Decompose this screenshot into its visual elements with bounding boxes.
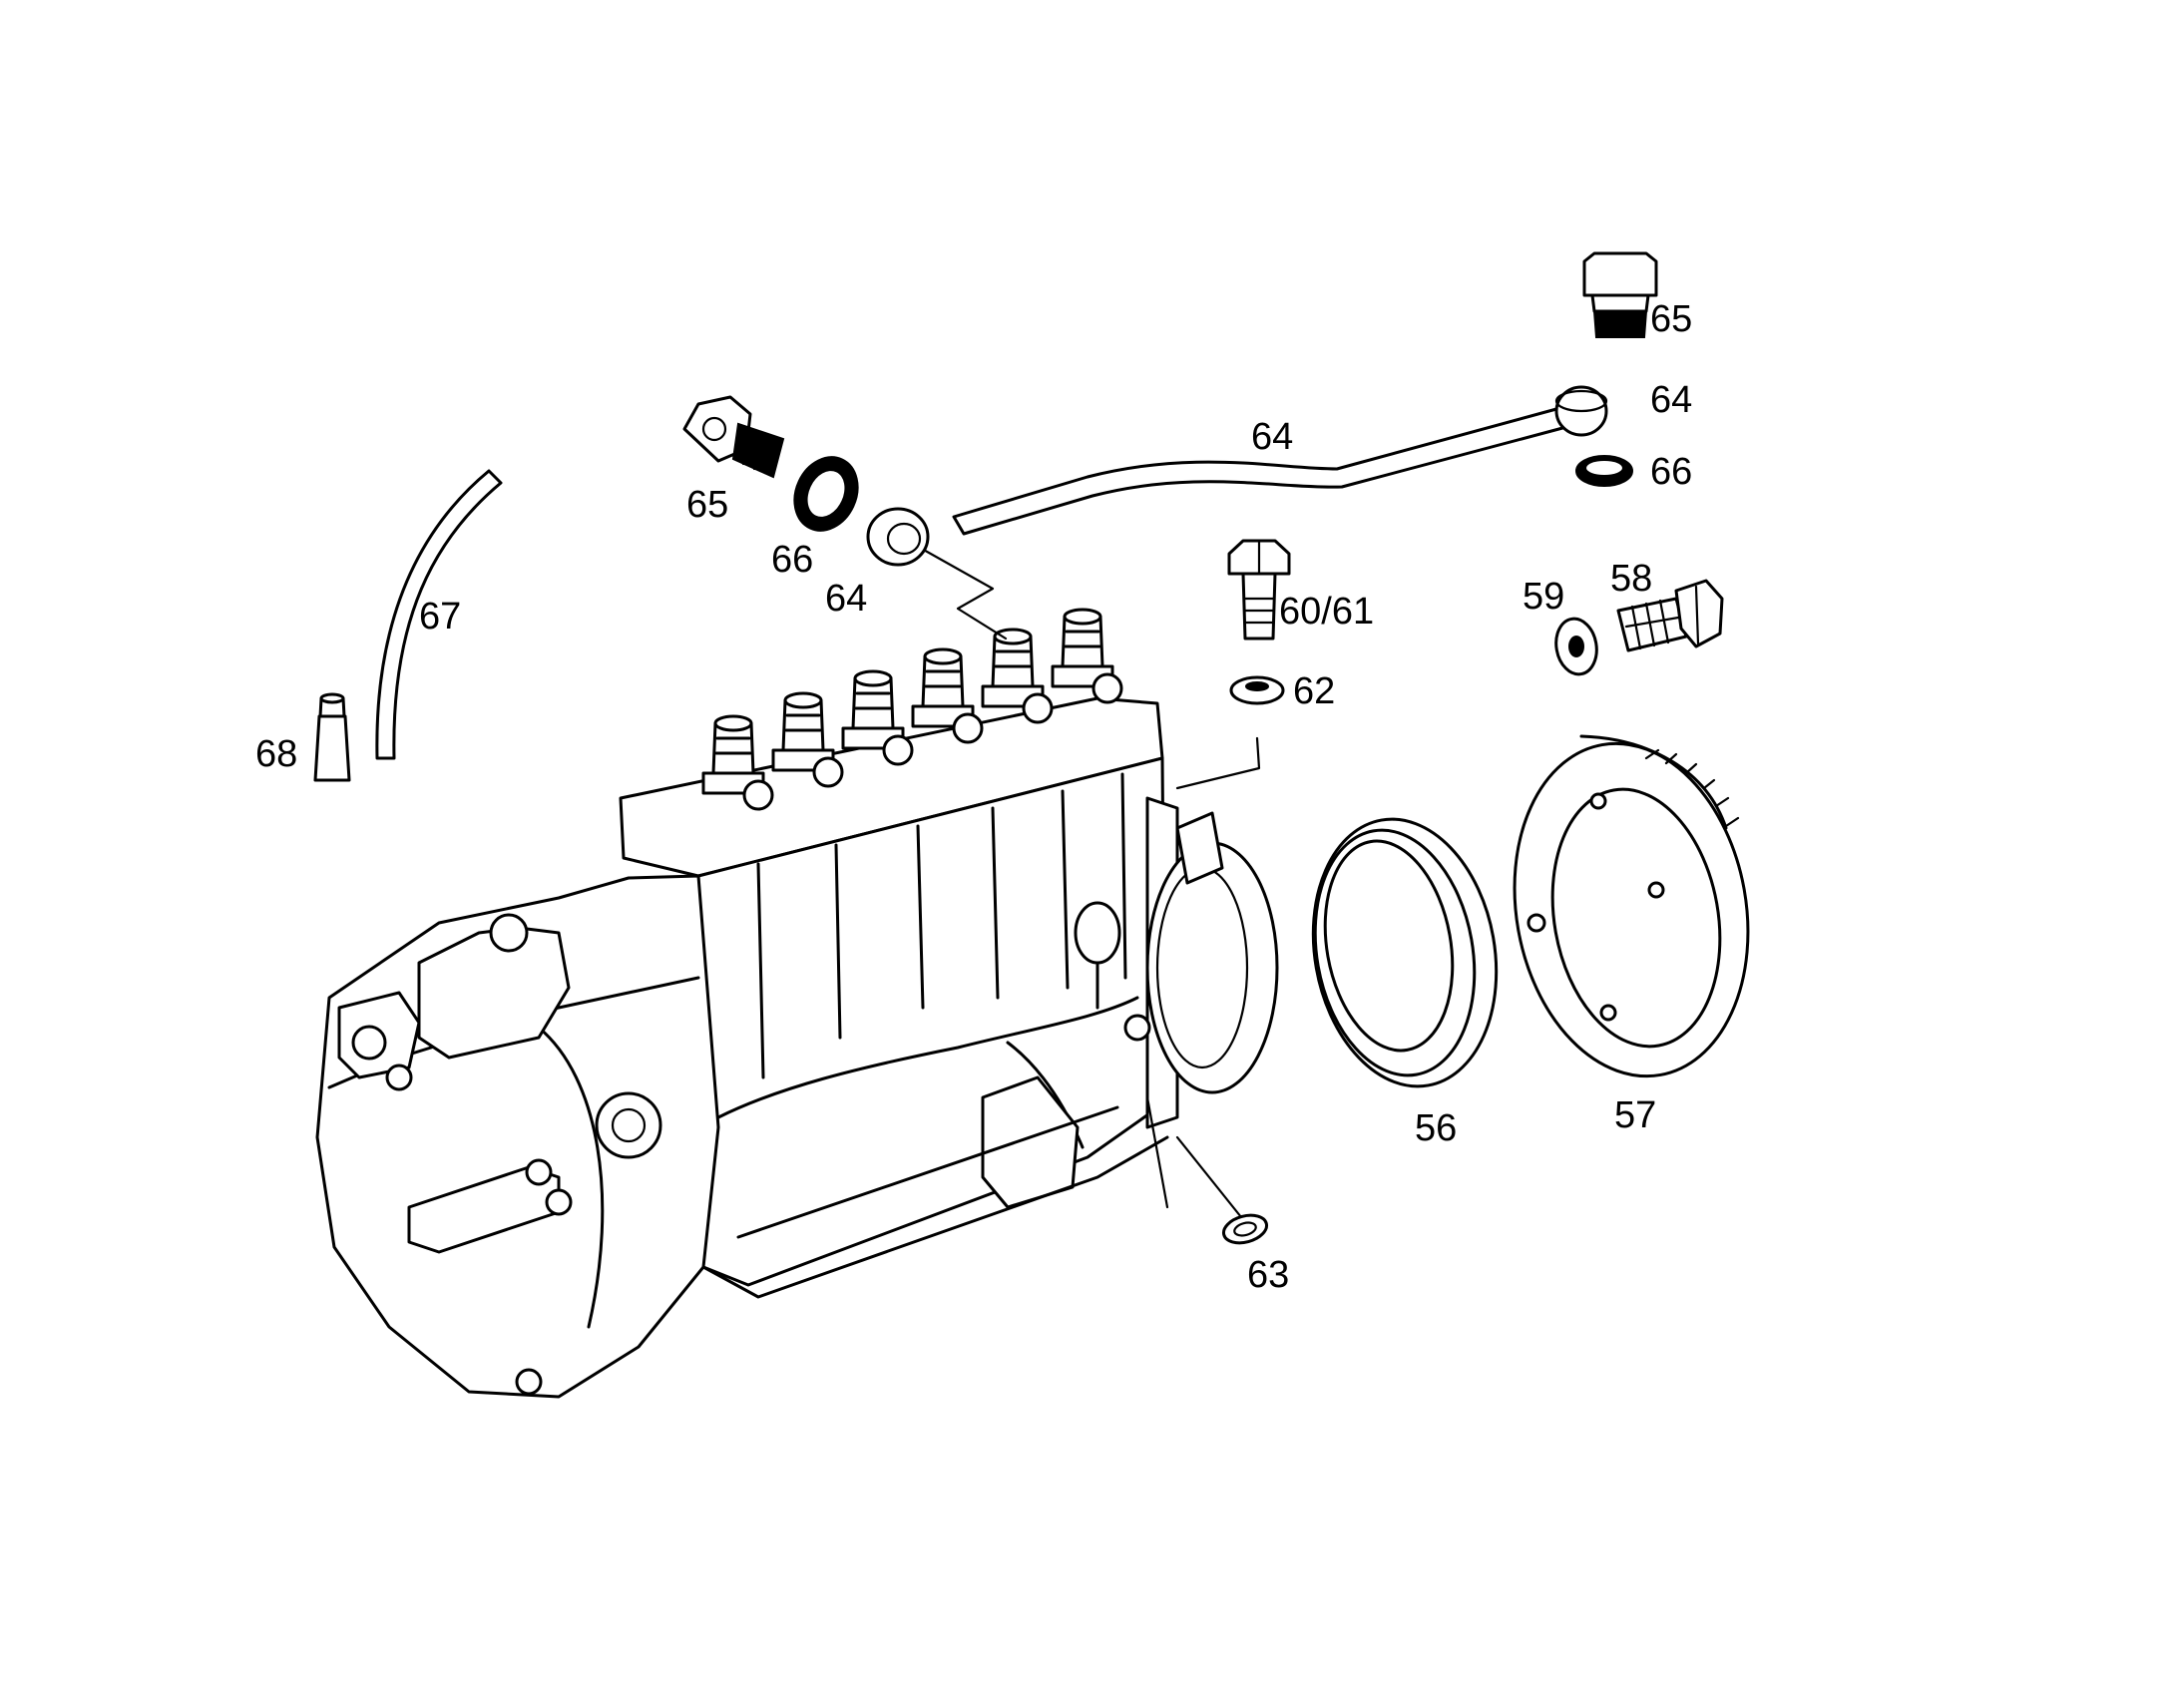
part-68-sleeve (313, 692, 351, 782)
label-part-67: 67 (419, 596, 461, 638)
label-part-56: 56 (1415, 1107, 1457, 1149)
label-part-60-61: 60/61 (1279, 591, 1374, 633)
label-part-58: 58 (1610, 558, 1652, 600)
part-62-washer (1229, 675, 1285, 705)
label-part-66-left: 66 (771, 539, 813, 581)
label-part-68: 68 (255, 733, 297, 775)
callout-labels: 65 66 64 64 65 64 66 67 68 60/61 62 59 5… (255, 298, 1692, 1296)
label-part-62: 62 (1293, 670, 1335, 712)
part-66-seal-ring-right (1575, 455, 1633, 487)
label-part-63: 63 (1247, 1254, 1289, 1296)
label-part-64-left: 64 (825, 578, 867, 620)
part-58-bolt (1616, 579, 1724, 652)
label-part-64-oil-line: 64 (1251, 416, 1293, 458)
label-part-65-left: 65 (686, 484, 728, 526)
delivery-valve-holders (701, 608, 1123, 811)
injection-pump-body (315, 608, 1279, 1399)
part-66-seal-ring-left (793, 456, 859, 532)
part-63-small-ring (1221, 1213, 1269, 1245)
part-56-sealing-ring (1311, 817, 1499, 1088)
part-57-drive-gear (1513, 734, 1750, 1078)
part-60-61-bolt (1227, 539, 1291, 640)
label-part-59: 59 (1523, 576, 1564, 618)
label-part-64-right: 64 (1650, 379, 1692, 421)
part-59-washer (1554, 617, 1598, 676)
part-67-hose (375, 469, 503, 760)
label-part-65-right: 65 (1650, 298, 1692, 340)
part-65-banjo-bolt-right (1582, 251, 1658, 338)
leader-lines (911, 542, 1261, 1224)
label-part-57: 57 (1614, 1094, 1656, 1136)
part-65-banjo-bolt-left (682, 395, 785, 479)
label-part-66-right: 66 (1650, 451, 1692, 493)
part-64-oil-line (866, 385, 1608, 567)
